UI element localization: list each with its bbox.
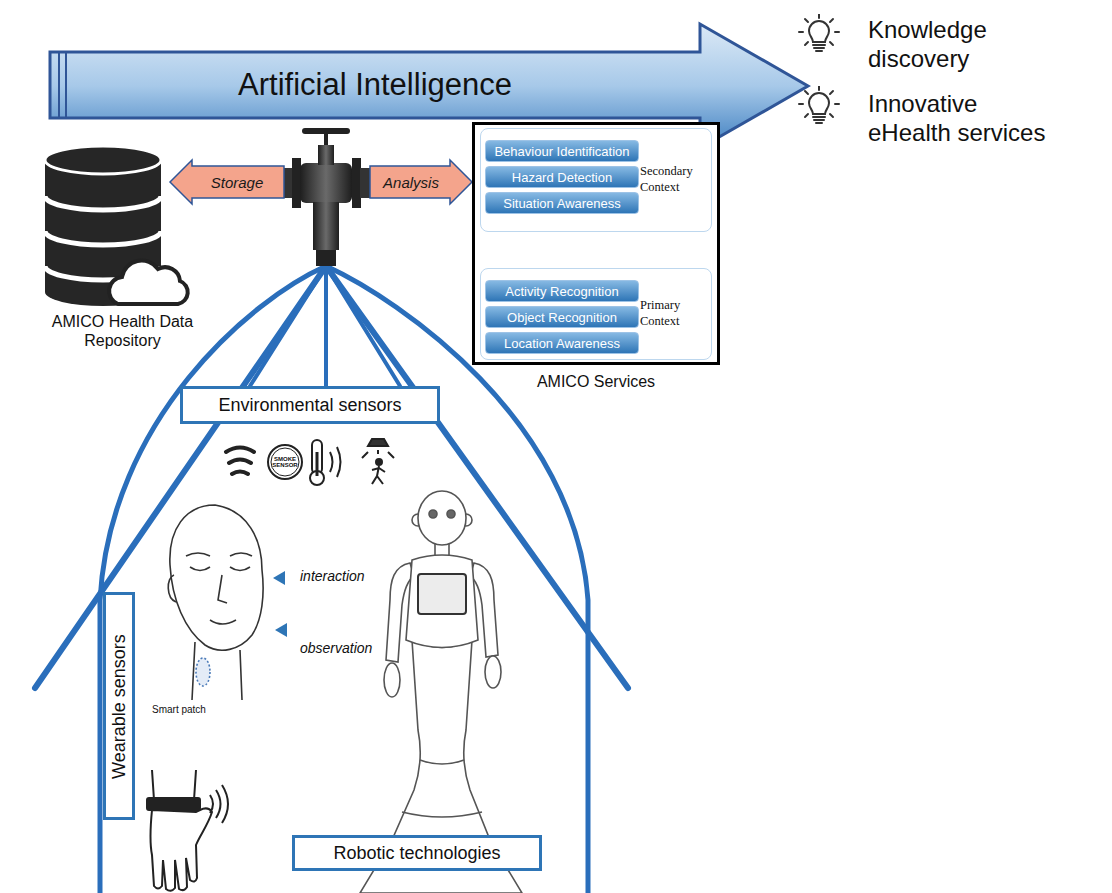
smoke-sensor-icon [271,448,299,476]
valve-icon [280,128,372,266]
node-label: AMICO Services [536,372,656,391]
face-drawing [190,567,250,571]
storage-arrow-outline [170,160,284,204]
annotation-label: interaction [300,568,365,585]
hand-drawing [210,785,228,823]
context-group: Secondary Context Behaviour Identificatio… [480,128,712,232]
sensor-group-box: Robotic technologies [292,835,542,871]
node-label: Hazard Detection [512,170,612,185]
hand-drawing [152,770,196,800]
face-drawing [192,642,242,700]
signal-icon [226,448,254,475]
valve-icon [313,202,339,250]
outcome-label: Knowledge discovery [868,16,1058,74]
robot-drawing [418,574,466,614]
valve-icon [318,145,334,165]
face-drawing [196,658,210,686]
motion-sensor-icon [376,459,382,465]
face-drawing [218,575,227,603]
signal-icon [226,448,254,475]
robot-drawing [406,555,478,648]
database-icon [45,146,161,174]
service-box: Location Awareness [485,332,639,354]
service-box: Object Recognition [485,306,639,328]
analysis-arrow-outline [370,160,472,204]
annotation-label: observation [300,640,372,657]
face-drawing [210,620,236,624]
robot-drawing [402,760,482,817]
face-drawing [186,553,252,556]
database-icon [45,146,188,306]
band-stripe [58,53,60,117]
hand-drawing [147,798,200,810]
node-label: Environmental sensors [218,395,401,416]
pointer-arrowhead [273,571,285,585]
thermometer-icon [316,452,319,476]
valve-icon [324,133,328,145]
thermometer-icon [330,447,341,477]
house-outline [100,266,326,893]
face-drawing [168,505,263,700]
pointer-arrowhead [275,623,287,637]
robot-drawing [485,656,501,688]
node-label: Analysis [383,174,439,191]
valve-icon [316,250,336,266]
services-box: AMICO ServicesSecondary ContextBehaviour… [472,122,720,365]
motion-sensor-icon [362,450,394,458]
node-label: Situation Awareness [503,196,621,211]
service-box: Activity Recognition [485,280,639,302]
pointer-arrowhead [273,571,287,637]
context-heading: Secondary Context [640,164,708,195]
node-label: Wearable sensors [109,634,130,779]
node-label: Artificial Intelligence [238,67,512,103]
hand-drawing [151,808,213,890]
robot-drawing [429,510,437,518]
icon-text: SMOKE SENSOR [271,456,299,468]
sensor-group-box: Environmental sensors [180,386,440,424]
motion-sensor-icon [372,466,385,484]
database-icon [109,261,188,304]
smoke-sensor-icon [268,445,302,479]
node-label: Object Recognition [507,310,617,325]
service-box: Behaviour Identification [485,140,639,162]
robot-drawing [360,491,522,893]
service-box: Situation Awareness [485,192,639,214]
node-label: Behaviour Identification [494,144,629,159]
patch-label: Smart patch [152,704,206,716]
valve-icon [352,158,361,208]
node-label: Location Awareness [504,336,620,351]
outcome-label: Innovative eHealth services [868,90,1058,148]
sensor-group-box: Wearable sensors [103,592,135,820]
house-outline [250,266,400,386]
motion-sensor-icon [368,439,388,446]
node-label: Storage [211,174,264,191]
node-label: Robotic technologies [333,843,500,864]
context-group: Primary Context Activity RecognitionObjec… [480,268,712,360]
valve-icon [300,163,352,203]
robot-drawing [392,640,490,840]
robot-drawing [418,491,466,545]
motion-sensor-icon [362,439,394,484]
robot-drawing [447,510,455,518]
face-drawing [170,505,263,650]
lightbulb-icon [799,14,839,51]
storage-arrow: Storage [170,160,284,204]
lightbulb-icon [799,86,839,123]
smoke-sensor-icon [268,445,302,479]
band-stripe [65,53,67,117]
analysis-arrow: Analysis [370,160,472,204]
node-label: Activity Recognition [505,284,618,299]
lightbulb-icon [799,14,839,123]
valve-icon [292,158,301,208]
repository-label: AMICO Health Data Repository [30,312,215,350]
valve-icon [302,128,350,134]
context-heading: Primary Context [640,298,708,329]
service-box: Hazard Detection [485,166,639,188]
thermometer-icon [310,440,341,485]
face-drawing [168,575,176,602]
robot-drawing [384,663,400,697]
hand-drawing [147,770,228,891]
